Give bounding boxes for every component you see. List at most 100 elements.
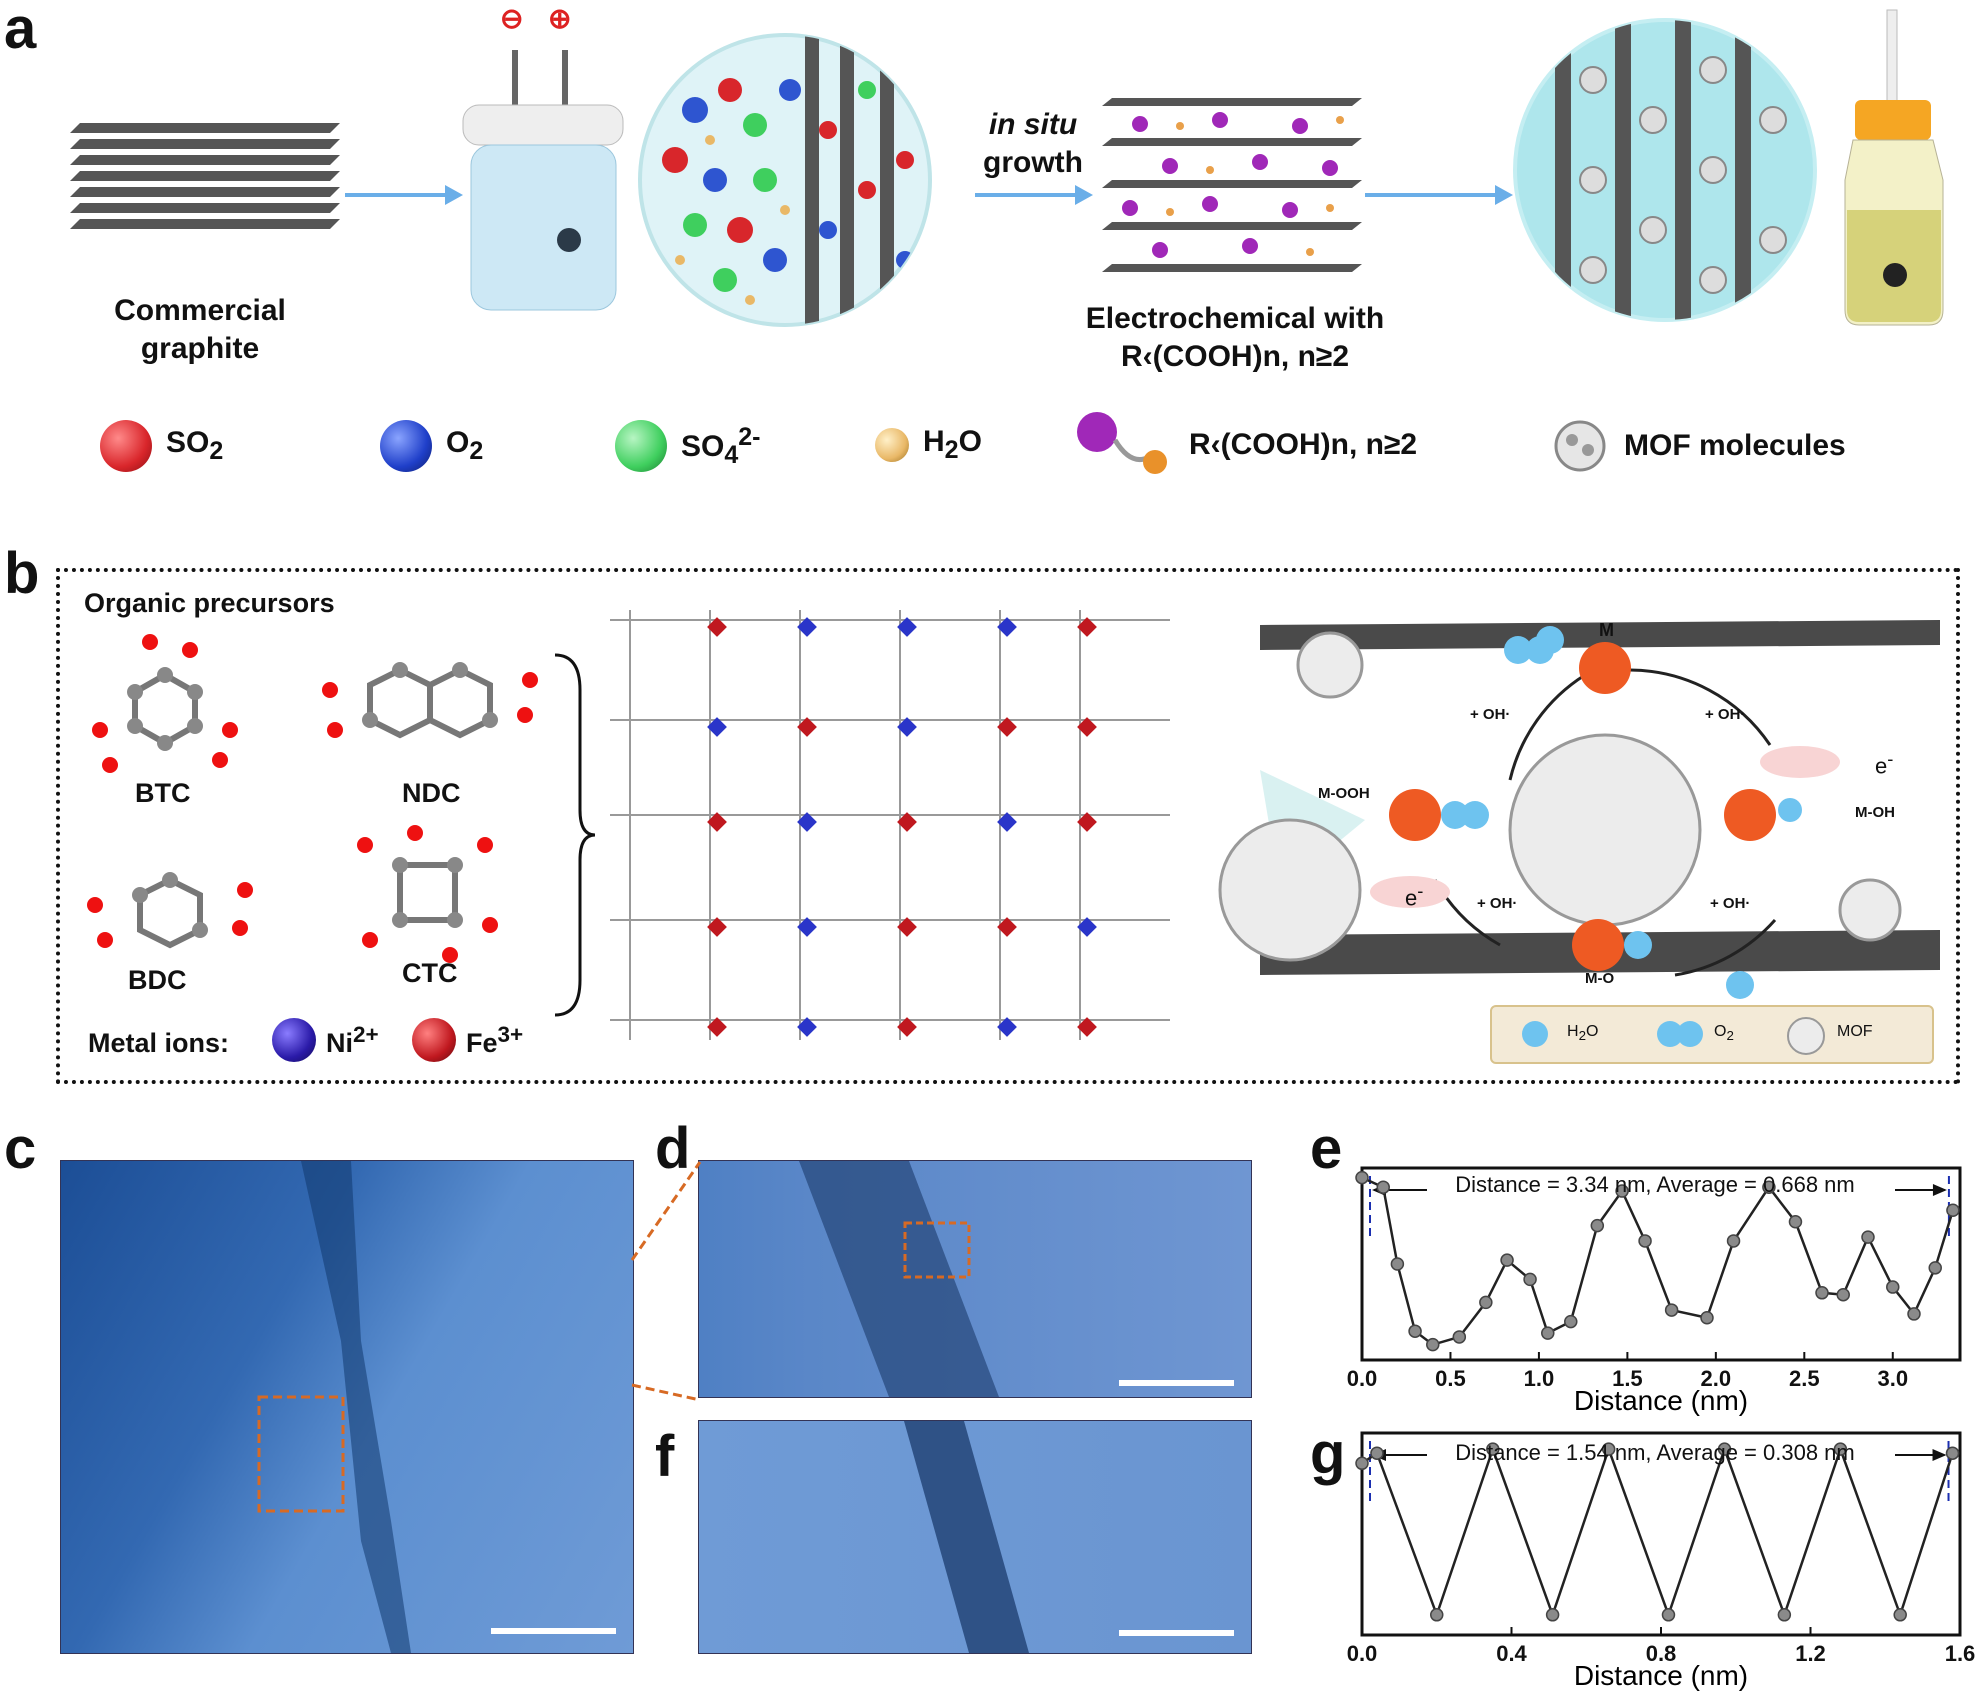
x-tick-label: 1.2 <box>1795 1641 1826 1666</box>
legend-linker: R‹(COOH)n, n≥2 <box>1075 410 1417 480</box>
tem-image-c-features <box>257 1161 616 1653</box>
arrow-right-icon <box>975 185 1093 205</box>
legend-o2-sub: 2 <box>469 437 484 465</box>
mof-molecule-icon-small <box>1787 1017 1825 1055</box>
profile-point <box>1762 1180 1776 1194</box>
panel-f-label: f <box>655 1424 675 1489</box>
profile-point <box>1452 1330 1467 1344</box>
profile-point <box>1928 1261 1942 1275</box>
profile-point <box>1355 1456 1369 1471</box>
legend-h2o-sub: 2 <box>1578 1028 1586 1044</box>
metal-ion-fe: Fe3+ <box>412 1018 523 1062</box>
arrowhead-right-icon <box>1932 1449 1947 1461</box>
electrochemical-caption-line1: Electrochemical with <box>1085 302 1385 335</box>
tem-image-f-features <box>904 1421 1234 1653</box>
legend-h2o-text: H2O <box>1567 1023 1598 1043</box>
electrochemical-caption-line2: R‹(COOH)n, n≥2 <box>1120 340 1350 373</box>
in-situ-label: in situ <box>988 108 1078 141</box>
reaction-vial-illustration <box>1844 9 1944 326</box>
cycle-node-m: M <box>1599 620 1614 640</box>
profile-point <box>1390 1257 1405 1271</box>
profile-point <box>1541 1326 1555 1340</box>
bdc-molecule-illustration <box>87 872 253 949</box>
legend-mof: MOF molecules <box>1550 420 1846 472</box>
profile-point <box>1861 1230 1875 1244</box>
o2-molecule-icon-b <box>1677 1021 1703 1047</box>
yellow-sphere-icon <box>875 428 909 462</box>
profile-point <box>1833 1442 1848 1456</box>
catalytic-cycle-illustration <box>1218 620 1940 999</box>
fe-charge: 3+ <box>497 1021 524 1047</box>
commercial-graphite-caption: Commercial graphite <box>114 294 286 365</box>
plus-terminal-icon: ⊕ <box>548 3 572 34</box>
x-tick-label: 0.0 <box>1347 1366 1378 1391</box>
profile-point <box>1907 1307 1921 1321</box>
profile-point <box>1946 1203 1960 1217</box>
legend-h2o-h: H <box>1567 1023 1579 1040</box>
electron-sup-right: - <box>1887 748 1894 769</box>
profile-point <box>1601 1442 1616 1456</box>
profile-point <box>1945 1446 1960 1460</box>
legend-linker-label: R‹(COOH)n, n≥2 <box>1189 428 1418 461</box>
cycle-legend-box: H2O O2 MOF <box>1490 1005 1934 1064</box>
legend-so4: SO42- <box>615 420 761 472</box>
electron-e-left: e <box>1405 885 1418 911</box>
arrow-right-icon <box>1365 185 1513 205</box>
x-tick-label: 1.6 <box>1945 1641 1976 1666</box>
legend-so2: SO2 <box>100 420 223 472</box>
organic-precursors-title: Organic precursors <box>84 588 335 618</box>
profile-point <box>1479 1295 1493 1310</box>
chart-e-annotation: Distance = 3.34 nm, Average = 0.668 nm <box>1455 1172 1855 1197</box>
x-axis-label: Distance (nm) <box>1574 1660 1748 1691</box>
profile-point <box>1426 1337 1440 1352</box>
ni-charge: 2+ <box>353 1021 379 1047</box>
red-sphere-icon <box>100 420 152 472</box>
btc-label: BTC <box>135 778 191 808</box>
panel-a-label: a <box>4 0 37 61</box>
panel-a-legend: SO2 O2 SO42- H2O R‹(COOH)n, n≥2 MOF mole… <box>100 412 1960 480</box>
profile-point <box>1500 1253 1514 1267</box>
minus-terminal-icon: ⊖ <box>500 3 524 34</box>
electron-e-right: e <box>1875 753 1888 779</box>
intercalation-zoom-illustration <box>638 33 932 327</box>
legend-o2: O2 <box>380 420 483 472</box>
electrochemical-cell-illustration <box>462 50 624 311</box>
profile-point <box>1370 1446 1384 1460</box>
panel-g-label: g <box>1310 1421 1346 1486</box>
oh-label-bottom-right: + OH· <box>1710 895 1751 912</box>
oh-label-top-left: + OH· <box>1470 706 1511 723</box>
green-sphere-icon <box>615 420 667 472</box>
profile-point <box>1886 1280 1900 1294</box>
profile-point <box>1664 1303 1679 1317</box>
legend-o2-o: O <box>1714 1023 1727 1040</box>
x-tick-label: 0.5 <box>1435 1366 1466 1391</box>
x-tick-label: 1.5 <box>1612 1366 1643 1391</box>
profile-line <box>1361 1445 1954 1619</box>
x-tick-label: 2.5 <box>1789 1366 1820 1391</box>
panel-d-label: d <box>655 1116 691 1181</box>
legend-o2-sub: 2 <box>1726 1028 1734 1044</box>
profile-point <box>1590 1218 1605 1233</box>
profile-point <box>1545 1608 1560 1622</box>
mof-molecule-icon <box>1554 420 1606 472</box>
profile-point <box>1376 1180 1390 1194</box>
profile-point <box>1564 1314 1578 1329</box>
tem-image-d-features <box>799 1161 1234 1397</box>
electron-sup-left: - <box>1417 880 1424 901</box>
arrowhead-right-icon <box>1932 1184 1947 1196</box>
x-axis-label: Distance (nm) <box>1574 1385 1748 1416</box>
mof-lattice-illustration <box>610 610 1170 1040</box>
profile-point <box>1777 1608 1792 1622</box>
plot-frame <box>1360 1166 1962 1362</box>
growth-label: growth <box>983 146 1083 179</box>
h2o-molecule-icon <box>1522 1021 1548 1047</box>
legend-so2-label: SO <box>166 426 210 459</box>
x-tick-label: 0.4 <box>1496 1641 1527 1666</box>
blue-sphere-icon <box>380 420 432 472</box>
legend-so4-label: SO <box>681 429 725 463</box>
profile-point <box>1788 1215 1803 1229</box>
panel-b-frame <box>56 568 1960 1084</box>
profile-point <box>1355 1170 1369 1185</box>
